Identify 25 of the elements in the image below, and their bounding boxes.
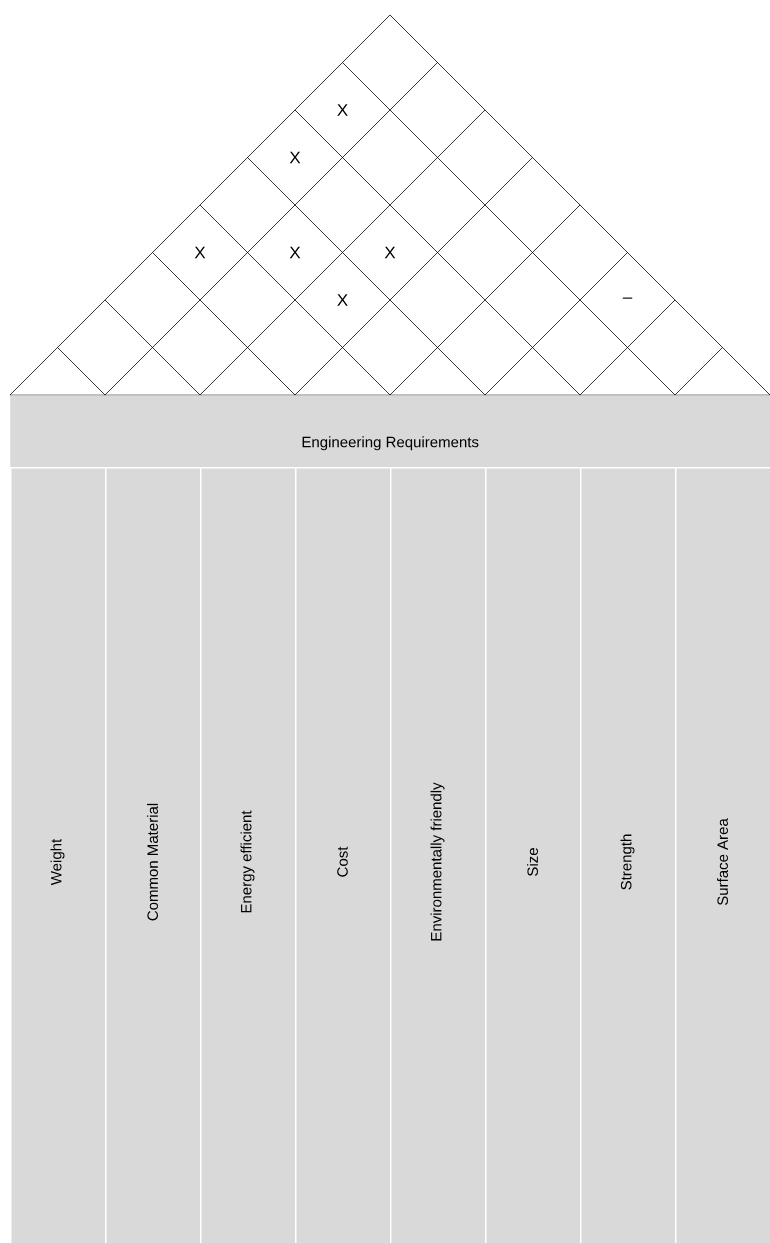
- node-label: Surface Area: [717, 818, 728, 906]
- node-label: Engineering Requirements: [302, 436, 479, 451]
- correlation-mark: –: [622, 297, 633, 299]
- column-header: Surface Area: [675, 467, 770, 1243]
- correlation-mark: X: [194, 246, 206, 259]
- node-label: Weight: [50, 838, 65, 886]
- node-label: Energy efficient: [240, 810, 255, 913]
- header-band: Engineering Requirements: [10, 395, 770, 468]
- column-header: Energy efficient: [200, 467, 297, 1243]
- node-label: Environmentally friendly: [430, 782, 445, 941]
- node-label: Strength: [620, 834, 635, 890]
- column-header: Common Material: [105, 467, 202, 1243]
- correlation-mark: X: [289, 151, 301, 164]
- node-label: Common Material: [146, 803, 158, 921]
- correlation-mark: X: [384, 246, 396, 259]
- column-header: Size: [485, 467, 582, 1243]
- correlation-mark: X: [289, 246, 301, 259]
- correlation-mark: X: [337, 294, 348, 306]
- column-header: Strength: [580, 467, 677, 1243]
- column-header: Cost: [295, 467, 392, 1243]
- correlation-mark: X: [337, 104, 348, 116]
- node-label: Size: [526, 848, 538, 876]
- column-header: Environmentally friendly: [390, 467, 487, 1243]
- column-header: Weight: [10, 467, 107, 1243]
- node-label: Cost: [337, 846, 348, 877]
